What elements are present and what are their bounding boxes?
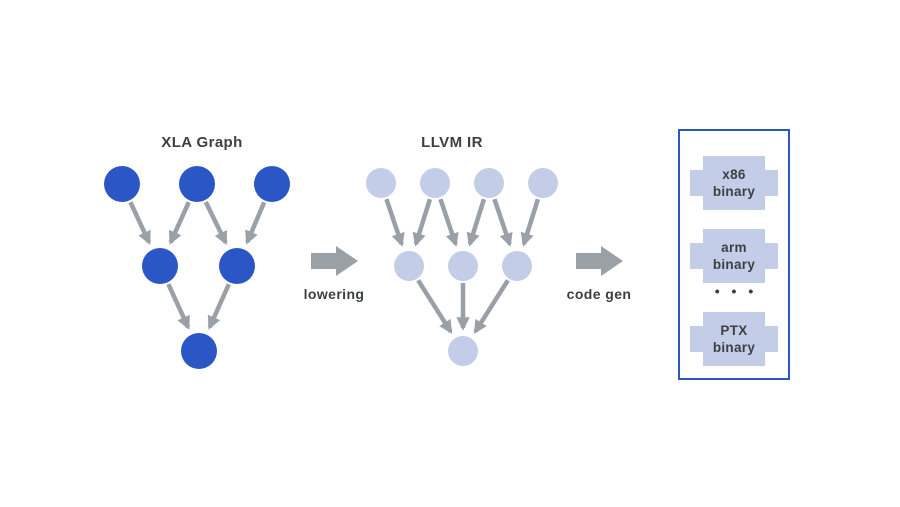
llvm-graph-node	[394, 251, 424, 281]
llvm-graph-edge	[492, 198, 513, 247]
ptx-binary-chip: PTX binary	[690, 312, 778, 366]
xla-graph-node	[181, 333, 217, 369]
chip-label-line2: binary	[712, 340, 756, 355]
chip-label-line1: arm	[721, 240, 747, 255]
xla-graph-edge	[166, 283, 191, 330]
arm-binary-chip-label: arm binary	[690, 229, 778, 283]
ptx-binary-chip-label: PTX binary	[690, 312, 778, 366]
xla-graph-edge	[245, 201, 267, 245]
chip-label-line2: binary	[712, 184, 756, 199]
lowering-arrow-icon	[311, 246, 358, 276]
llvm-ir-title: LLVM IR	[421, 134, 483, 151]
llvm-graph-edge	[438, 198, 459, 247]
xla-graph-node	[219, 248, 255, 284]
llvm-graph-node	[448, 251, 478, 281]
llvm-graph-edge	[473, 279, 510, 334]
llvm-graph-node	[474, 168, 504, 198]
llvm-graph-edge	[384, 198, 405, 247]
x86-binary-chip-label: x86 binary	[690, 156, 778, 210]
chip-label-line1: x86	[722, 167, 746, 182]
xla-graph-edge	[203, 200, 228, 246]
llvm-graph-node	[528, 168, 558, 198]
codegen-arrow-icon	[576, 246, 623, 276]
xla-graph-node	[179, 166, 215, 202]
ellipsis-dots: • • •	[714, 283, 758, 299]
llvm-graph-node	[448, 336, 478, 366]
llvm-graph-edge	[416, 279, 453, 334]
llvm-graph-edge	[412, 198, 433, 247]
chip-label-line1: PTX	[720, 323, 748, 338]
arm-binary-chip: arm binary	[690, 229, 778, 283]
xla-graph-edge	[168, 201, 191, 245]
binary-outputs-box: x86 binary arm binary • • • PTX binary	[678, 129, 790, 380]
xla-graph-node	[104, 166, 140, 202]
xla-graph-edge	[128, 201, 152, 245]
codegen-label: code gen	[566, 286, 632, 302]
xla-graph-node	[254, 166, 290, 202]
llvm-graph-edge	[520, 198, 541, 247]
xla-graph-title: XLA Graph	[161, 134, 243, 151]
llvm-graph-edge	[466, 198, 487, 247]
xla-graph-node	[142, 248, 178, 284]
x86-binary-chip: x86 binary	[690, 156, 778, 210]
llvm-graph-node	[420, 168, 450, 198]
chip-label-line2: binary	[712, 257, 756, 272]
llvm-graph-node	[366, 168, 396, 198]
llvm-graph-node	[502, 251, 532, 281]
xla-graph-edge	[207, 283, 231, 330]
lowering-label: lowering	[303, 286, 365, 302]
